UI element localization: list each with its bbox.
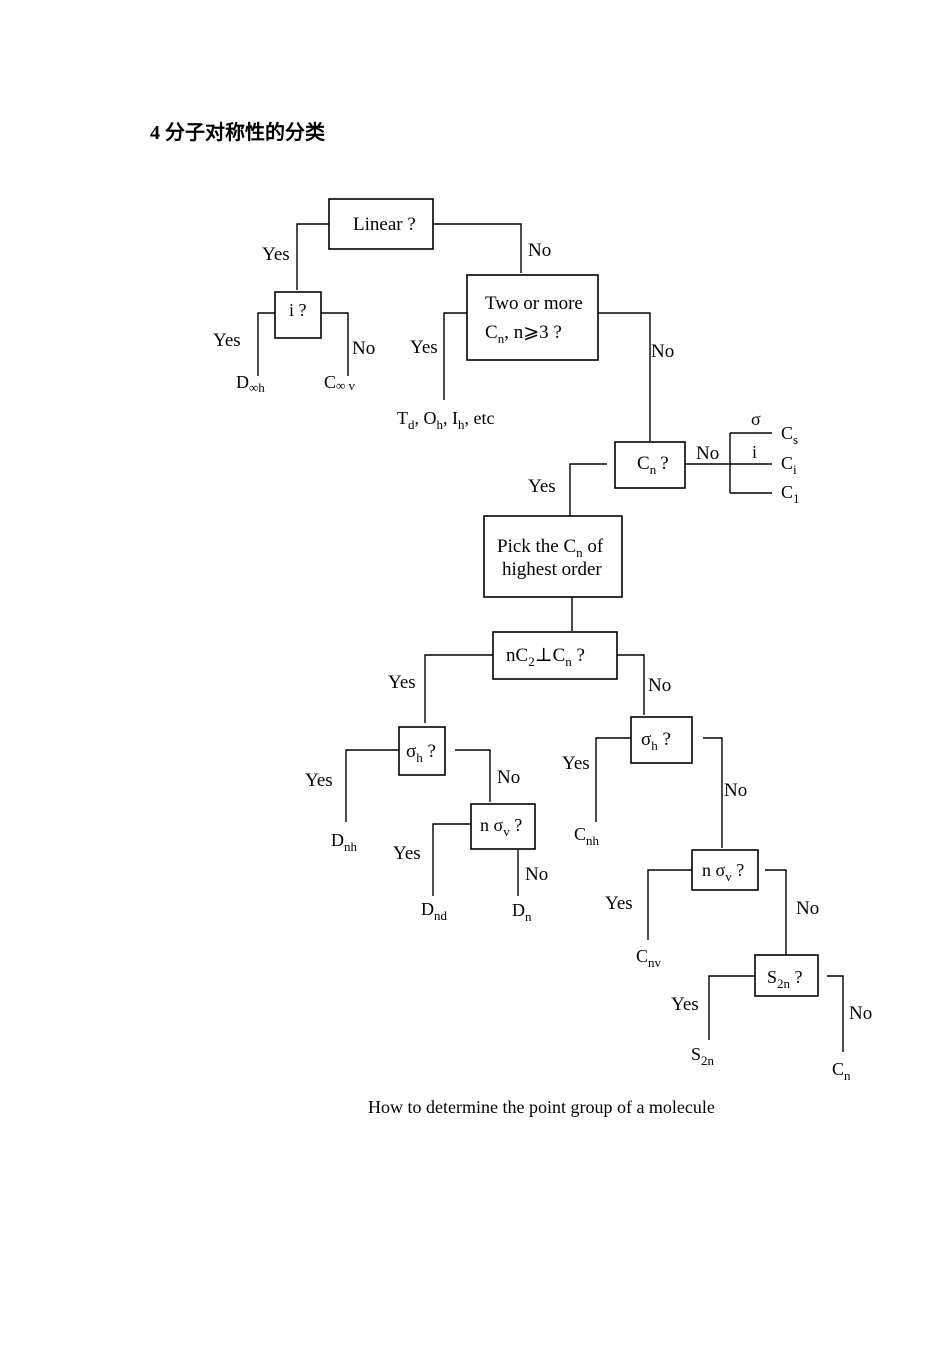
decision-has-cn-label: Cn? [637,453,669,477]
yes-label: Yes [671,994,699,1015]
yes-label: Yes [388,672,416,693]
result-c1: C1 [781,482,800,506]
yes-label: Yes [213,330,241,351]
decision-nc2-label: nC2⊥Cn ? [506,645,585,669]
result-dn: Dn [512,900,532,924]
figure-caption: How to determine the point group of a mo… [368,1097,715,1117]
decision-linear: Linear ? [328,198,434,250]
result-d-inf-h: D∞h [236,372,265,395]
inversion-branch-label: i [752,442,757,462]
decision-inversion-label: i ? [289,300,307,320]
decision-n-sigma-v-left-label: n σv ? [480,815,522,839]
result-ci: Ci [781,453,797,477]
connector-lines [257,223,844,1052]
result-cs: Cs [781,423,798,447]
step-pick-line1: Pick the Cn of [497,536,604,560]
decision-has-cn: Cn? [614,441,686,489]
section-heading: 4 分子对称性的分类 [150,122,325,144]
no-label: No [724,780,747,801]
yes-label: Yes [562,753,590,774]
decision-inversion: i ? [274,291,322,339]
decision-two-or-more-cn: Two or more Cn, n⩾3 ? [466,274,599,361]
decision-n-sigma-v-left: n σv ? [470,803,536,850]
result-cn: Cn [832,1059,851,1083]
result-dnd: Dnd [421,899,448,923]
result-cnh: Cnh [574,824,600,848]
decision-n-sigma-v-right-label: n σv ? [702,860,744,884]
yes-label: Yes [305,770,333,791]
yes-label: Yes [393,843,421,864]
yes-label: Yes [528,476,556,497]
yes-label: Yes [605,893,633,914]
decision-two-or-more-line2: Cn, n⩾3 ? [485,322,562,346]
sigma-branch-label: σ [751,409,761,429]
decision-sigma-h-right-label: σh ? [641,729,671,753]
no-label: No [796,898,819,919]
decision-s2n-label: S2n ? [767,967,803,991]
results: D∞h C∞ v Td, Oh, Ih, etc σ i Cs Ci C1 Dn… [236,372,851,1083]
step-pick-line2: highest order [502,559,602,580]
edge-labels: Yes No Yes No Yes No No Yes Yes No Yes N… [213,240,872,1024]
decision-s2n: S2n ? [754,954,819,997]
yes-label: Yes [262,244,290,265]
no-label: No [849,1003,872,1024]
no-label: No [648,675,671,696]
no-label: No [525,864,548,885]
decision-linear-label: Linear ? [353,214,416,235]
no-label: No [528,240,551,261]
result-s2n: S2n [691,1044,715,1068]
step-pick-highest-cn: Pick the Cn of highest order [483,515,623,598]
no-label: No [651,341,674,362]
result-cnv: Cnv [636,946,662,970]
yes-label: Yes [410,337,438,358]
no-label: No [352,338,375,359]
result-high-symmetry: Td, Oh, Ih, etc [397,408,494,432]
decision-two-or-more-line1: Two or more [485,293,583,314]
decision-sigma-h-left-label: σh ? [406,741,436,765]
decision-sigma-h-right: σh ? [630,716,693,764]
decision-n-sigma-v-right: n σv ? [691,849,759,891]
no-label: No [497,767,520,788]
no-label: No [696,443,719,464]
result-dnh: Dnh [331,830,358,854]
decision-nc2-perp-cn: nC2⊥Cn ? [492,631,618,680]
result-c-inf-v: C∞ v [324,372,356,393]
decision-sigma-h-left: σh ? [398,726,446,776]
